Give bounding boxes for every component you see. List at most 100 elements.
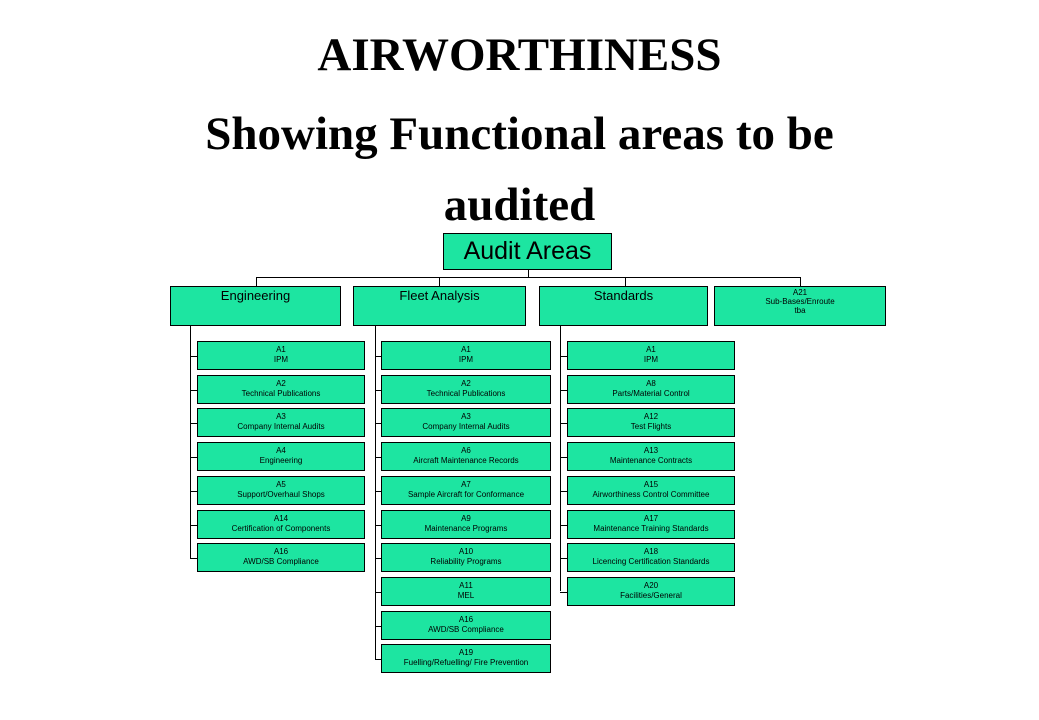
category-box-engineering-text-1: Engineering	[220, 288, 291, 303]
audit-item-engineering-a3-text-1: A3	[276, 412, 286, 421]
audit-item-fleet-analysis-a3-text-2: Company Internal Audits	[422, 422, 510, 431]
audit-item-engineering-a5-text-1: A5	[276, 480, 286, 489]
audit-item-standards-a1-text-1: A1	[646, 345, 656, 354]
audit-item-fleet-analysis-a10-text-1: A10	[458, 547, 474, 556]
branch-standards-1	[560, 356, 567, 357]
branch-standards-2	[560, 390, 567, 391]
audit-item-standards-a12-text-2: Test Flights	[630, 422, 672, 431]
branch-fleet-analysis-1	[375, 356, 381, 357]
branch-fleet-analysis-10	[375, 659, 381, 660]
category-box-standards: Standards	[539, 286, 708, 326]
audit-item-engineering-a2-text-1: A2	[276, 379, 286, 388]
audit-item-fleet-analysis-a1-text-2: IPM	[458, 355, 474, 364]
trunk-fleet-analysis	[375, 326, 376, 659]
audit-item-fleet-analysis-a9-text-2: Maintenance Programs	[424, 524, 508, 533]
root-box-audit-areas-text-1: Audit Areas	[463, 237, 592, 265]
category-box-standards-text-1: Standards	[593, 288, 654, 303]
title-line-1: AIRWORTHINESS	[317, 29, 722, 81]
connector-category-3	[625, 277, 626, 286]
audit-item-fleet-analysis-a2-text-2: Technical Publications	[426, 389, 506, 398]
connector-root-down	[527, 270, 529, 277]
audit-item-engineering-a4-text-2: Engineering	[259, 456, 303, 465]
category-box-sub-bases-enroute-text-1: A21	[792, 288, 808, 297]
branch-standards-7	[560, 558, 567, 559]
branch-engineering-4	[190, 457, 197, 458]
audit-item-standards-a8-text-2: Parts/Material Control	[612, 389, 690, 398]
branch-fleet-analysis-6	[375, 525, 381, 526]
category-box-engineering: Engineering	[170, 286, 341, 326]
category-box-sub-bases-enroute-text-3: tba	[794, 306, 806, 315]
audit-item-standards-a13-text-2: Maintenance Contracts	[609, 456, 693, 465]
audit-item-standards-a18-text-2: Licencing Certification Standards	[592, 557, 710, 566]
branch-standards-5	[560, 491, 567, 492]
audit-item-standards-a18-text-1: A18	[643, 547, 659, 556]
audit-item-fleet-analysis-a2-text-1: A2	[461, 379, 471, 388]
audit-item-fleet-analysis-a19-text-2: Fuelling/Refuelling/ Fire Prevention	[403, 658, 529, 667]
audit-item-fleet-analysis-a3-text-1: A3	[461, 412, 471, 421]
trunk-engineering	[190, 326, 191, 558]
audit-item-standards-a15-text-1: A15	[643, 480, 659, 489]
audit-item-engineering-a2-text-2: Technical Publications	[241, 389, 321, 398]
branch-fleet-analysis-3	[375, 423, 381, 424]
trunk-standards	[560, 326, 561, 592]
audit-item-standards-a17-text-1: A17	[643, 514, 659, 523]
branch-standards-6	[560, 525, 567, 526]
audit-item-fleet-analysis-a7-text-2: Sample Aircraft for Conformance	[407, 490, 525, 499]
branch-engineering-7	[190, 558, 197, 559]
audit-item-standards-a1-text-2: IPM	[643, 355, 659, 364]
audit-item-engineering-a1-text-2: IPM	[273, 355, 289, 364]
branch-engineering-2	[190, 390, 197, 391]
audit-item-fleet-analysis-a7-text-1: A7	[461, 480, 471, 489]
branch-standards-4	[560, 457, 567, 458]
audit-item-engineering-a16-text-1: A16	[273, 547, 289, 556]
branch-fleet-analysis-8	[375, 592, 381, 593]
category-box-fleet-analysis: Fleet Analysis	[353, 286, 526, 326]
branch-fleet-analysis-9	[375, 626, 381, 627]
connector-bus	[256, 277, 801, 278]
audit-item-engineering-a1-text-1: A1	[276, 345, 286, 354]
audit-item-engineering-a3-text-2: Company Internal Audits	[237, 422, 325, 431]
audit-item-standards-a13-text-1: A13	[643, 446, 659, 455]
audit-item-fleet-analysis-a1-text-1: A1	[461, 345, 471, 354]
audit-item-standards-a17-text-2: Maintenance Training Standards	[593, 524, 709, 533]
connector-category-2	[439, 277, 440, 286]
audit-item-fleet-analysis-a16-text-1: A16	[458, 615, 474, 624]
branch-fleet-analysis-2	[375, 390, 381, 391]
branch-engineering-3	[190, 423, 197, 424]
audit-item-engineering-a14-text-2: Certification of Components	[231, 524, 331, 533]
title-line-3: audited	[443, 179, 596, 231]
title-line-2: Showing Functional areas to be	[205, 108, 834, 160]
audit-item-fleet-analysis-a6-text-1: A6	[461, 446, 471, 455]
branch-engineering-1	[190, 356, 197, 357]
audit-item-fleet-analysis-a11-text-2: MEL	[457, 591, 475, 600]
category-box-fleet-analysis-text-1: Fleet Analysis	[399, 288, 480, 303]
branch-standards-8	[560, 592, 567, 593]
audit-item-fleet-analysis-a10-text-2: Reliability Programs	[430, 557, 502, 566]
root-box-audit-areas: Audit Areas	[443, 233, 612, 270]
audit-item-standards-a20-text-1: A20	[643, 581, 659, 590]
audit-item-fleet-analysis-a16-text-2: AWD/SB Compliance	[428, 625, 504, 634]
